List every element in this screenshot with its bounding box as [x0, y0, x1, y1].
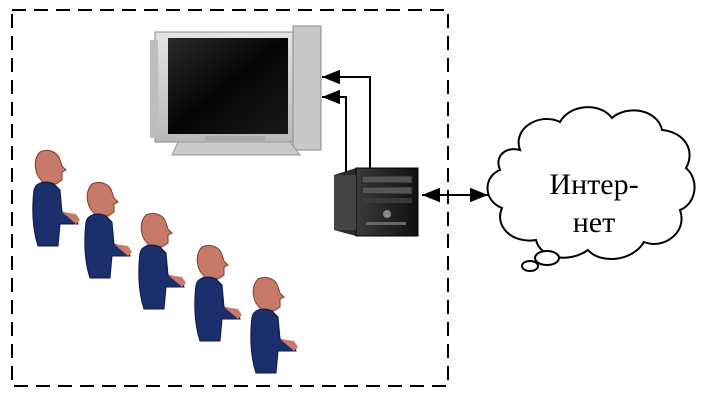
- person-group: [32, 149, 298, 374]
- connection-pc-tv: [322, 69, 371, 172]
- cloud-label-line1: Интер-: [549, 168, 638, 201]
- cloud-label-line2: нет: [573, 206, 615, 239]
- seated-person-icon: [32, 149, 80, 247]
- seated-person-icon: [138, 212, 186, 310]
- flat-panel-tv-icon: [150, 25, 322, 156]
- internet-cloud-icon: Интер- нет: [486, 106, 696, 272]
- computer-case-icon: [334, 167, 419, 237]
- seated-person-icon: [84, 181, 132, 279]
- seated-person-icon: [250, 276, 298, 374]
- seated-person-icon: [194, 244, 242, 342]
